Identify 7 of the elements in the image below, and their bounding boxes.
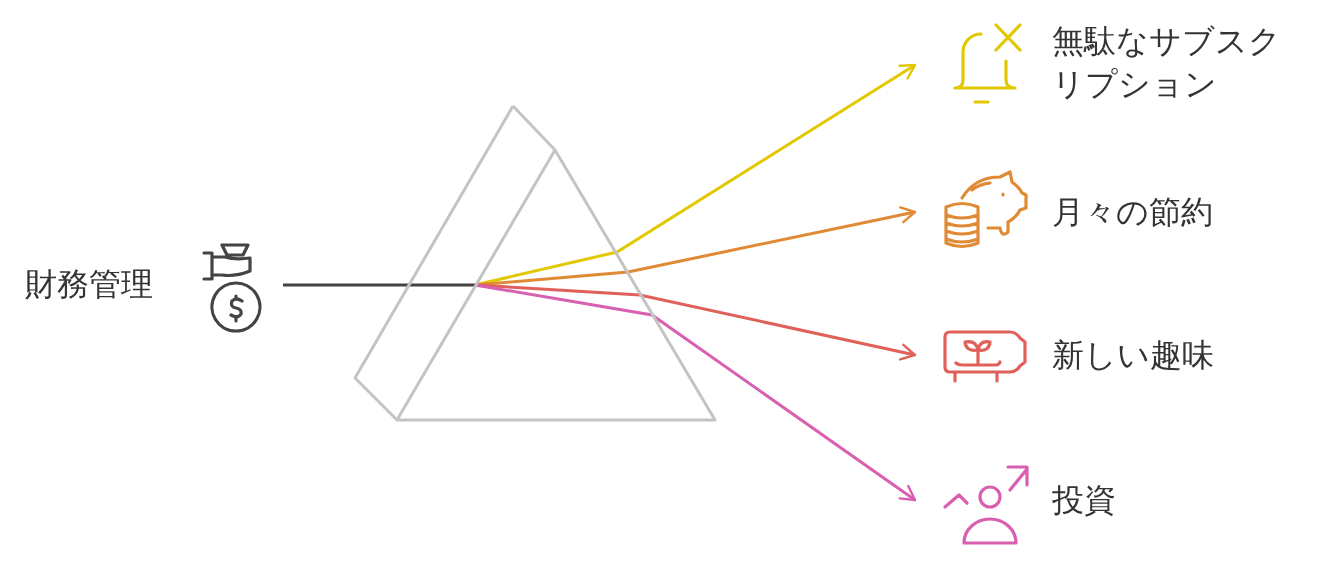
arrow: [474, 283, 917, 502]
label-text: 無駄なサブスクリプション: [1052, 22, 1282, 105]
label-text: 投資: [1052, 481, 1117, 520]
label-text: 新しい趣味: [1052, 336, 1215, 375]
connector-line: [283, 283, 475, 287]
label-text: 財務管理: [25, 265, 154, 304]
label-text: 月々の節約: [1052, 193, 1214, 232]
